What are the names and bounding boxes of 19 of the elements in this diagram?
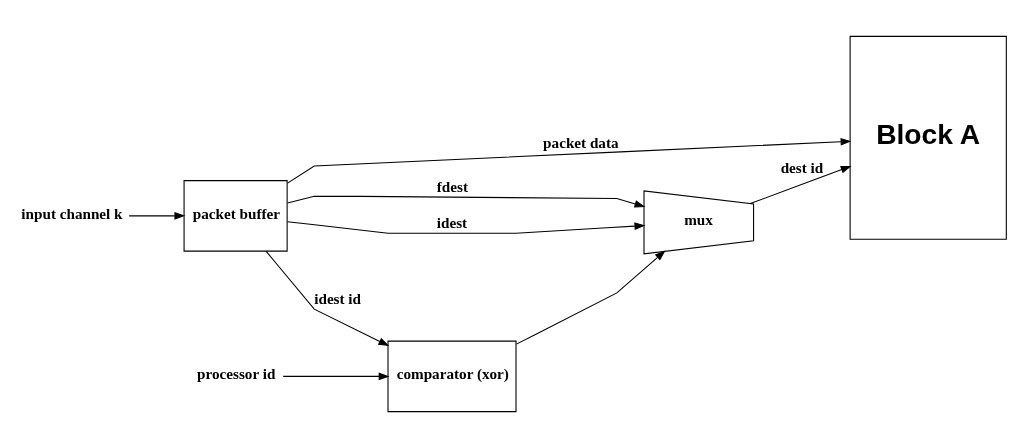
node-box: comparator (xor) bbox=[387, 340, 517, 412]
node-text: processor id bbox=[197, 364, 276, 382]
edge-label: dest id bbox=[780, 158, 824, 176]
arrow bbox=[749, 165, 852, 204]
arrow bbox=[265, 250, 390, 346]
edge-label: packet data bbox=[543, 133, 619, 151]
edge-label: fdest bbox=[436, 177, 469, 195]
edge-label: idest bbox=[436, 213, 468, 231]
edge-label: idest id bbox=[314, 289, 362, 307]
node-box: packet buffer bbox=[183, 179, 288, 252]
arrow bbox=[287, 137, 852, 184]
arrow bbox=[515, 249, 666, 345]
arrow bbox=[128, 211, 186, 220]
arrow bbox=[282, 372, 390, 380]
node-box: mux bbox=[643, 189, 755, 254]
node-box: Block A bbox=[849, 35, 1007, 240]
arrow bbox=[287, 195, 646, 207]
arrow bbox=[286, 220, 646, 234]
node-text: input channel k bbox=[21, 204, 123, 222]
